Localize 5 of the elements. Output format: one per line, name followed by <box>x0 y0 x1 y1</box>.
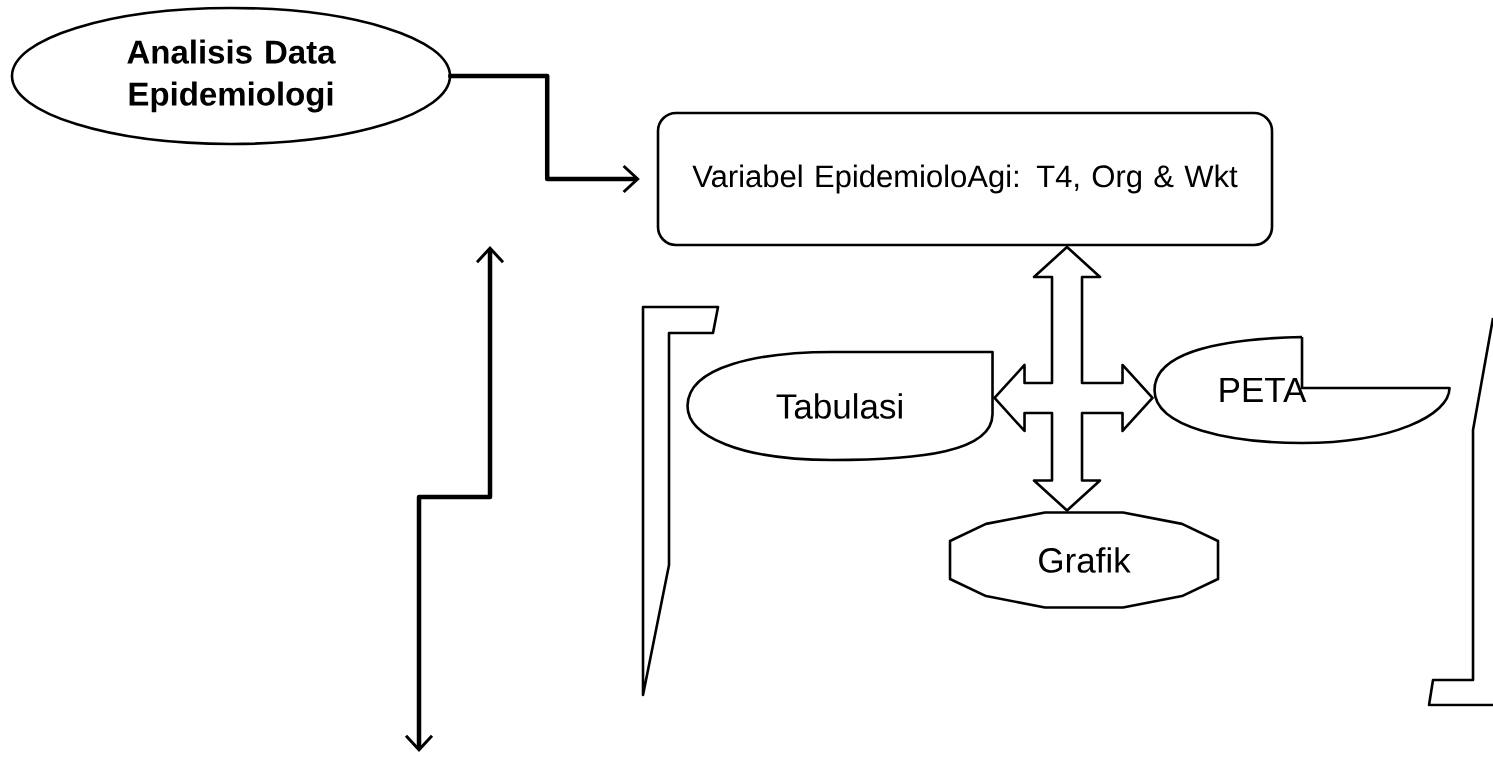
octagon-node: Grafik <box>948 511 1220 609</box>
block-arrow <box>993 245 1154 512</box>
rounded-box: Variabel EpidemioloAgi: T4, Org & Wkt <box>656 111 1274 247</box>
ellipse-node: Analisis Data Epidemiologi <box>10 6 452 146</box>
arrow <box>447 73 640 194</box>
